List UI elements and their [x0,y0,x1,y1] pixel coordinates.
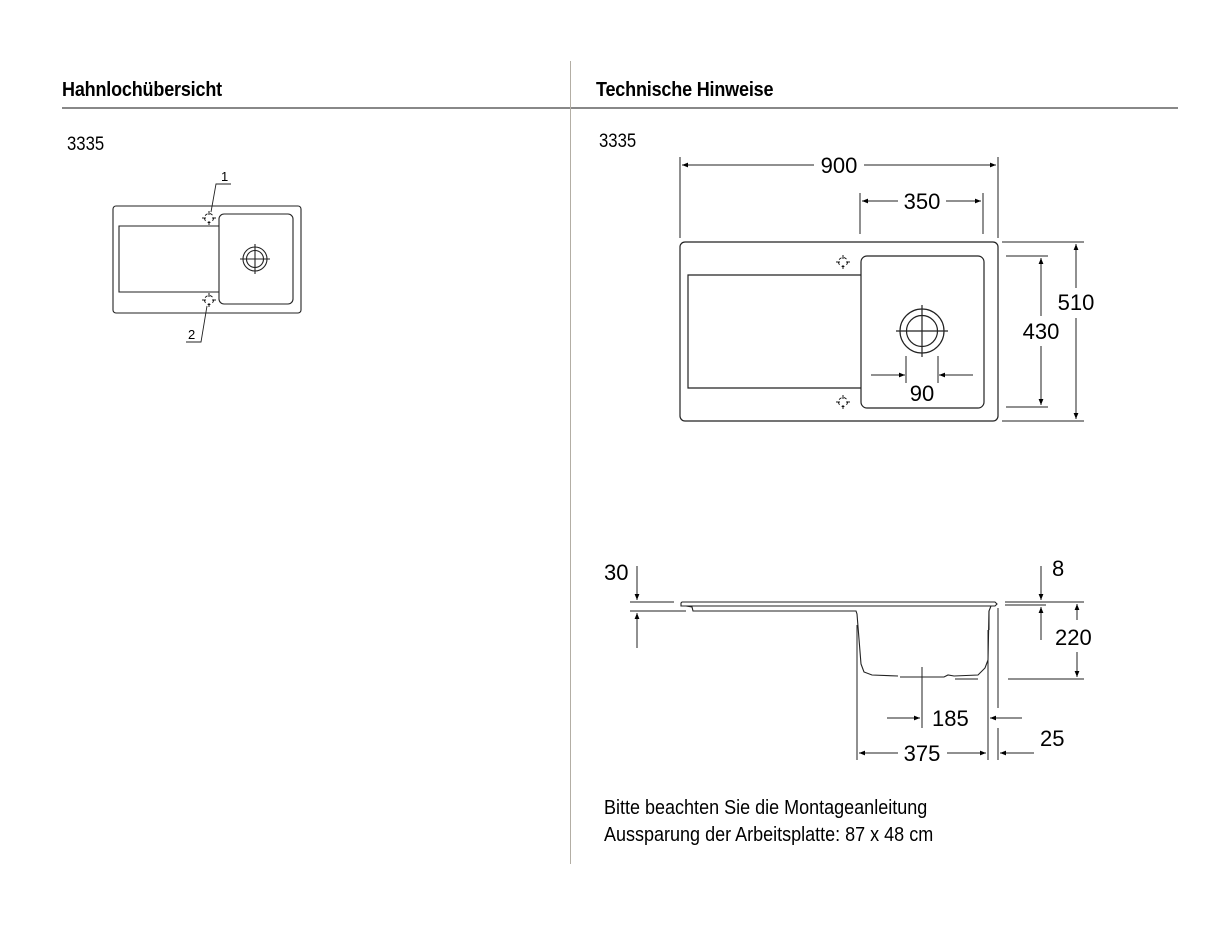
installation-notes: Bitte beachten Sie die Montageanleitung … [604,795,933,849]
tap-hole-bottom-icon [835,394,851,410]
sink-outline-small [112,205,302,314]
column-divider [570,61,571,864]
dim-edge-height: 8 [1052,556,1064,581]
dim-rim-thickness: 30 [604,560,628,585]
small-sink-top-view [112,183,302,343]
sink-outline [679,241,999,422]
right-model-number: 3335 [599,131,637,152]
tap-hole-label-2: 2 [188,327,195,342]
dim-overall-depth: 510 [1058,290,1095,315]
dim-overall-width: 900 [821,153,858,178]
note-assembly-instructions: Bitte beachten Sie die Montageanleitung [604,797,928,819]
bowl-outline-small [218,213,294,305]
dim-drain-offset: 185 [932,706,969,731]
sink-top-view [679,241,999,422]
dim-drain-diameter: 90 [910,381,934,406]
tap-hole-label-1: 1 [221,169,228,184]
tap-hole-1-icon [201,210,217,226]
left-model-number: 3335 [67,134,105,155]
drainer-outline-small [118,225,219,293]
top-view-dimension-lines [679,157,1084,422]
leader-1 [210,183,231,213]
tap-hole-top-icon [835,254,851,270]
drain-icon [896,305,948,357]
right-heading-rule [571,107,1178,109]
tap-hole-overview-heading: Hahnlochübersicht [62,79,222,101]
drain-icon-small [240,244,270,274]
note-cutout-size: Aussparung der Arbeitsplatte: 87 x 48 cm [604,824,934,846]
leader-2 [186,305,208,343]
drainer-outline [687,274,861,389]
dim-section-bowl-depth: 220 [1055,625,1092,650]
tap-hole-2-icon [201,292,217,308]
sink-section-view [680,601,998,680]
technical-notes-heading: Technische Hinweise [596,79,774,101]
bowl-outline [860,255,985,409]
bowl-right-wall [900,605,992,678]
dim-edge-offset: 25 [1040,726,1064,751]
rim-top [680,601,998,607]
dim-section-bowl-width: 375 [904,741,941,766]
left-heading-rule [62,107,570,109]
dim-bowl-depth: 430 [1023,319,1060,344]
dim-bowl-width: 350 [904,189,941,214]
bowl-left-wall [685,605,899,677]
section-dimension-lines [630,566,1084,760]
